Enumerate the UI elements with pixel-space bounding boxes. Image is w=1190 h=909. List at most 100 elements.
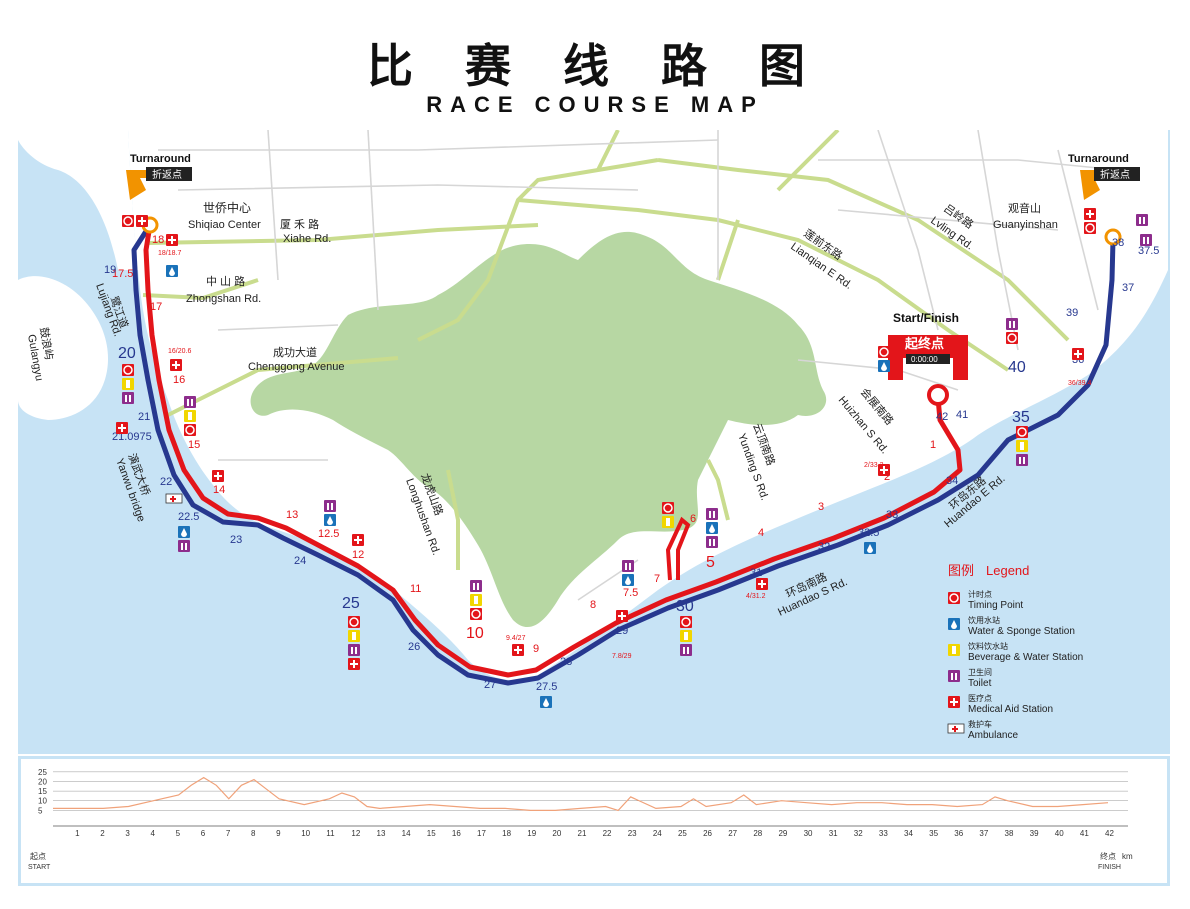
medical-icon <box>1084 208 1096 220</box>
legend-item-en: Water & Sponge Station <box>968 626 1075 637</box>
km-marker-red: 18 <box>152 234 164 246</box>
profile-start-cn: 起点 <box>30 852 46 861</box>
km-marker-blue: 38 <box>1112 237 1124 249</box>
x-tick: 40 <box>1055 829 1064 838</box>
start-finish-en: Start/Finish <box>893 311 959 325</box>
km-marker-blue: 39 <box>1066 307 1078 319</box>
km-marker-blue: 21 <box>138 411 150 423</box>
x-tick: 21 <box>578 829 587 838</box>
service-stations <box>116 208 1152 708</box>
km-marker-red: 16 <box>173 374 185 386</box>
legend-item-cn: 救护车 <box>968 719 992 729</box>
x-tick: 17 <box>477 829 486 838</box>
turnaround-right-en: Turnaround <box>1068 153 1129 165</box>
km-marker-red: 2 <box>884 471 890 483</box>
km-marker-red: 8 <box>590 599 596 611</box>
profile-finish-en: FINISH <box>1098 864 1121 871</box>
toilet-icon <box>122 392 134 404</box>
label-zhongshan-cn: 中 山 路 <box>206 275 245 288</box>
x-tick: 16 <box>452 829 461 838</box>
split-label: 4/31.2 <box>746 593 766 600</box>
timing-icon <box>1016 426 1028 438</box>
km-marker-red: 14 <box>213 484 225 496</box>
x-tick: 35 <box>929 829 938 838</box>
toilet-icon <box>706 536 718 548</box>
km-marker-blue: 24 <box>294 555 306 567</box>
label-chenggong-cn: 成功大道 <box>273 345 317 359</box>
x-tick: 7 <box>226 829 231 838</box>
x-tick: 8 <box>251 829 256 838</box>
x-tick: 28 <box>753 829 762 838</box>
toilet-icon <box>178 540 190 552</box>
km-marker-blue: 34 <box>946 475 958 487</box>
label-guanyinshan-cn: 观音山 <box>1008 201 1041 215</box>
x-tick: 34 <box>904 829 913 838</box>
x-tick: 30 <box>804 829 813 838</box>
legend-item-en: Timing Point <box>968 600 1023 611</box>
km-marker-blue: 41 <box>956 409 968 421</box>
timing-icon <box>662 502 674 514</box>
timing-icon <box>122 364 134 376</box>
legend-title-en: Legend <box>986 563 1029 578</box>
toilet-icon <box>348 644 360 656</box>
x-tick: 1 <box>75 829 80 838</box>
beverage-icon <box>948 644 960 656</box>
km-marker-red: 15 <box>188 439 200 451</box>
water-icon <box>706 522 718 534</box>
toilet-icon <box>324 500 336 512</box>
km-marker-blue: 32.5 <box>858 527 879 539</box>
timing-icon <box>184 424 196 436</box>
legend-item-en: Beverage & Water Station <box>968 652 1083 663</box>
turnaround-right-point <box>1104 228 1122 246</box>
medical-icon <box>878 464 890 476</box>
toilet-icon <box>184 396 196 408</box>
legend-item-cn: 计时点 <box>968 589 992 599</box>
split-label: 2/33.2 <box>864 462 884 469</box>
km-marker-red: 3 <box>818 501 824 513</box>
profile-finish-cn: 终点 <box>1100 851 1116 861</box>
x-tick: 27 <box>728 829 737 838</box>
x-tick: 22 <box>603 829 612 838</box>
km-marker-red: 17.5 <box>112 268 133 280</box>
label-xiahe-en: Xiahe Rd. <box>283 233 331 245</box>
legend-item-cn: 医疗点 <box>968 693 992 703</box>
water-icon <box>166 265 178 277</box>
legend-item-en: Toilet <box>968 678 992 689</box>
medical-icon <box>170 359 182 371</box>
timing-icon <box>878 346 890 358</box>
turnaround-right: Turnaround 折返点 <box>1068 153 1140 246</box>
ambulance-icon <box>947 723 965 734</box>
x-tick: 25 <box>678 829 687 838</box>
water-icon <box>948 618 960 630</box>
medical-icon <box>948 696 960 708</box>
x-tick: 11 <box>326 829 335 838</box>
y-tick: 20 <box>38 777 47 786</box>
start-finish-cn: 起终点 <box>904 336 944 351</box>
km-marker-red: 9 <box>533 643 539 655</box>
legend-title-cn: 图例 <box>948 563 974 578</box>
km-marker-blue: 23 <box>230 534 242 546</box>
km-marker-red: 4 <box>758 527 764 539</box>
toilet-icon <box>706 508 718 520</box>
x-tick: 14 <box>402 829 411 838</box>
water-icon <box>324 514 336 526</box>
y-tick: 10 <box>38 797 47 806</box>
medical-icon <box>616 610 628 622</box>
toilet-icon <box>1136 214 1148 226</box>
route-spur-6 <box>665 516 691 581</box>
km-marker-blue: 42 <box>936 411 948 423</box>
km-marker-red: 11 <box>410 583 421 595</box>
x-tick: 41 <box>1080 829 1089 838</box>
y-tick: 15 <box>38 787 47 796</box>
toilet-icon <box>1016 454 1028 466</box>
medical-icon <box>352 534 364 546</box>
finish-marker <box>927 384 949 406</box>
km-marker-blue: 32 <box>818 541 830 553</box>
km-marker-blue: 19 <box>104 264 116 276</box>
turnaround-left: Turnaround 折返点 <box>126 153 192 234</box>
split-label: 16/20.6 <box>168 348 191 355</box>
water-icon <box>864 542 876 554</box>
